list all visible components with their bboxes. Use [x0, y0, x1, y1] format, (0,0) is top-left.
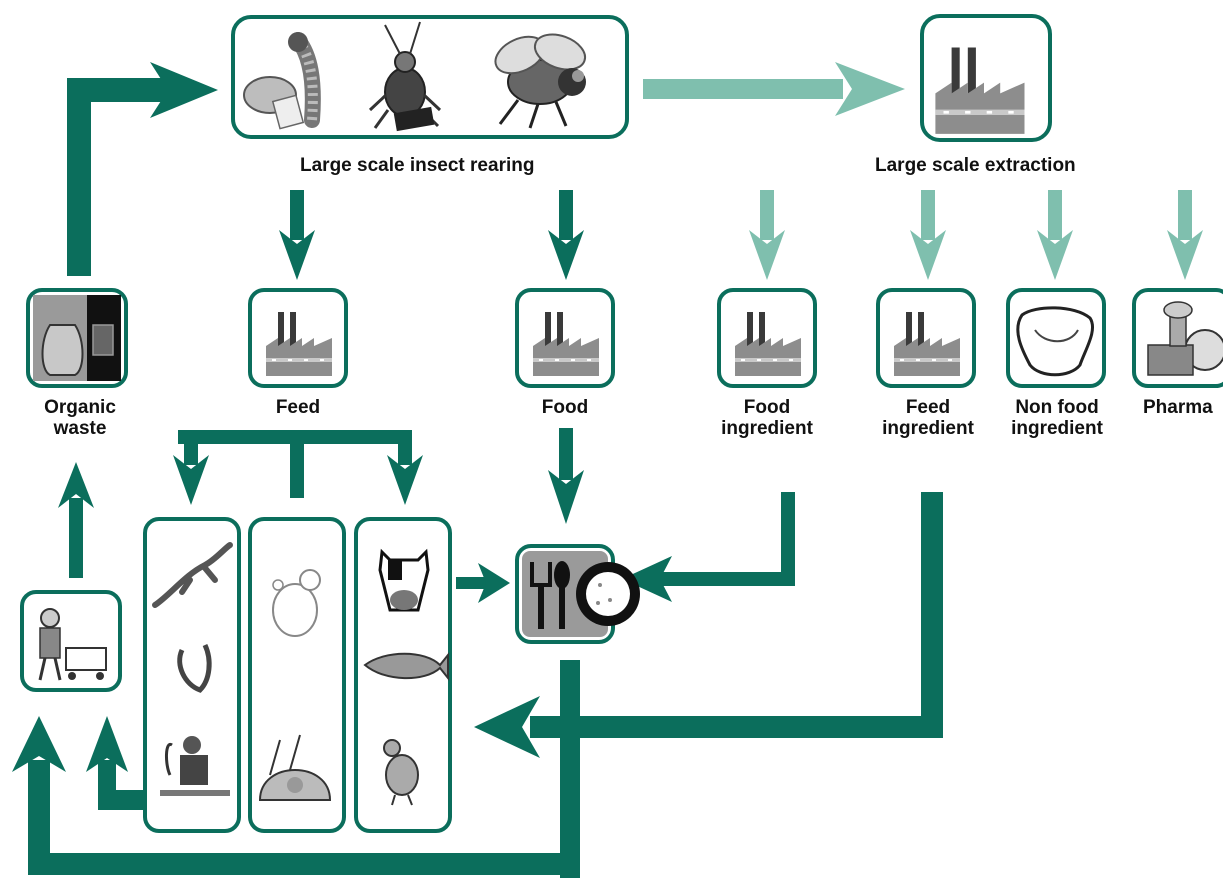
- down-arrows-rearing: [279, 190, 584, 280]
- bin-icon: [92, 324, 114, 356]
- consumer-box: [20, 590, 122, 692]
- cutlery-plate-icon: [530, 561, 640, 629]
- waste-to-rearing-arrow: [67, 62, 218, 276]
- food-ingredient-to-meal-arrow: [622, 492, 795, 602]
- pets-column: [143, 517, 241, 833]
- food-box: [515, 288, 615, 388]
- leather-icon: [1016, 306, 1095, 377]
- insect-rearing-label: Large scale insect rearing: [300, 155, 535, 176]
- non-food-ingredient-box: [1006, 288, 1106, 388]
- organic-waste-label-line2: waste: [53, 418, 107, 439]
- feed-box: [248, 288, 348, 388]
- fish-icon: [363, 652, 449, 681]
- meal-to-consumer-arrow: [12, 660, 580, 878]
- feed-label: Feed: [275, 397, 321, 418]
- non-food-ingredient-label: Non food ingredient: [1000, 397, 1114, 439]
- livestock-column: [354, 517, 452, 833]
- food-ingredient-label-line1: Food: [743, 397, 791, 418]
- lizard-icon: [152, 542, 233, 608]
- cat-carrier-icon: [258, 734, 332, 801]
- down-arrows-extraction: [749, 190, 1203, 280]
- feed-ingredient-label-line1: Feed: [905, 397, 951, 418]
- shopping-cart-person-icon: [38, 608, 107, 681]
- extraction-box: [920, 14, 1052, 142]
- pharma-label: Pharma: [1143, 397, 1213, 418]
- food-ingredient-label-line2: ingredient: [721, 418, 813, 439]
- chicken-icon: [383, 739, 419, 806]
- chemical-plant-icon: [1147, 301, 1223, 376]
- feed-ingredient-label: Feed ingredient: [873, 397, 983, 439]
- feed-ingredient-to-animals-arrow: [474, 492, 943, 758]
- food-ingredient-label: Food ingredient: [712, 397, 822, 439]
- companion-column: [248, 517, 346, 833]
- feed-ingredient-box: [876, 288, 976, 388]
- cricket-icon: [368, 21, 442, 132]
- organic-waste-label: Organic waste: [40, 397, 120, 439]
- food-to-meal-arrow: [548, 428, 584, 524]
- food-ingredient-box: [717, 288, 817, 388]
- feed-distribution-arrows: [173, 430, 423, 505]
- consumer-to-waste-arrow: [58, 462, 94, 578]
- insect-rearing-box: [231, 15, 629, 139]
- mealworm-icon: [243, 32, 321, 130]
- non-food-ingredient-label-line1: Non food: [1015, 397, 1099, 418]
- organic-waste-label-line1: Organic: [44, 397, 116, 418]
- fly-icon: [494, 33, 587, 129]
- dog-icon: [272, 569, 321, 637]
- livestock-to-meal-arrow: [456, 563, 510, 603]
- cow-icon: [378, 548, 430, 612]
- meal-box: [515, 544, 640, 644]
- rearing-to-extraction-arrow: [643, 62, 905, 116]
- non-food-ingredient-label-line2: ingredient: [1011, 418, 1103, 439]
- extraction-label: Large scale extraction: [875, 155, 1076, 176]
- feed-ingredient-label-line2: ingredient: [882, 418, 974, 439]
- pharma-box: [1132, 288, 1223, 388]
- trash-bag-icon: [41, 324, 84, 376]
- bird-icon: [177, 643, 212, 693]
- food-label: Food: [541, 397, 589, 418]
- organic-waste-box: [26, 288, 128, 388]
- fishing-icon: [160, 736, 230, 796]
- pets-to-consumer-arrow: [86, 716, 146, 810]
